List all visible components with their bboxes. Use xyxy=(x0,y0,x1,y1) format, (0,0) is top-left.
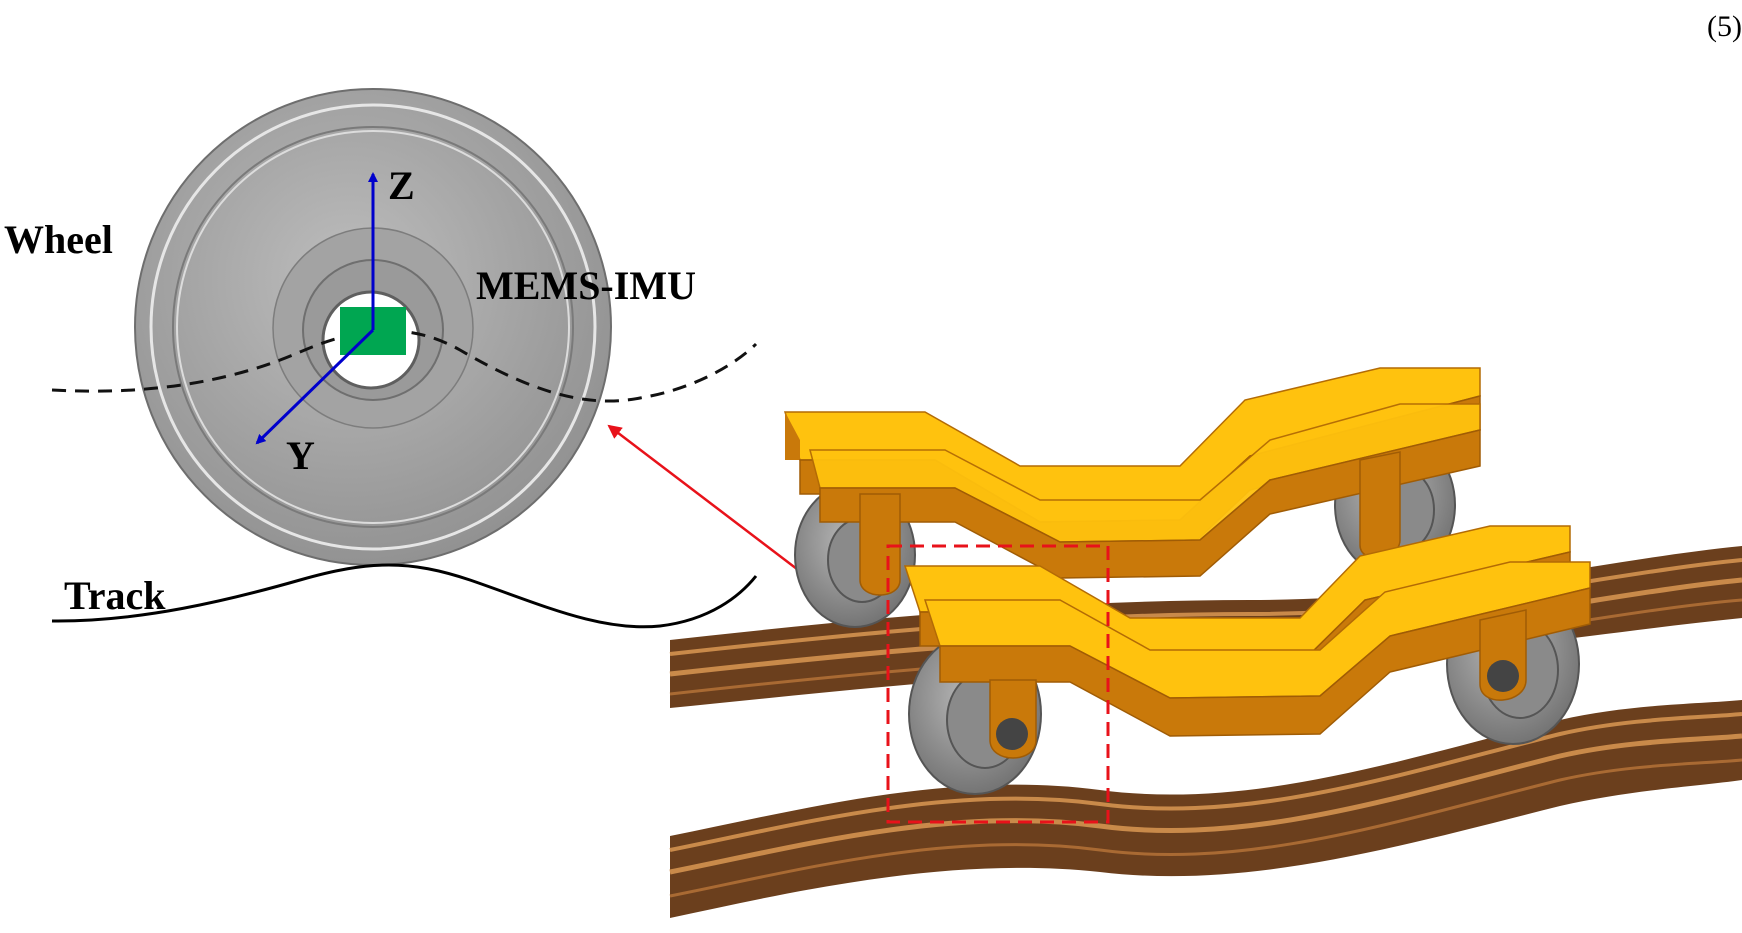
label-mems-imu: MEMS-IMU xyxy=(476,263,696,308)
label-axis-z: Z xyxy=(388,163,415,208)
rail-front xyxy=(669,700,1742,918)
bogie-3d-view xyxy=(669,367,1742,918)
wheel-groove-inner-light xyxy=(176,130,570,524)
wheel-groove-inner xyxy=(172,126,574,528)
bogie-frame-front xyxy=(903,525,1591,759)
equation-number: (5) xyxy=(1707,10,1742,43)
bogie-frame-rear xyxy=(783,367,1481,596)
label-axis-y: Y xyxy=(286,433,315,478)
wheel-groove-outer xyxy=(149,103,597,551)
wheel-trajectory-dashed xyxy=(51,329,758,403)
track-profile xyxy=(51,563,758,629)
label-track: Track xyxy=(64,573,166,618)
highlight-box xyxy=(886,544,1110,824)
y-axis-arrow xyxy=(255,328,375,445)
label-wheel: Wheel xyxy=(4,217,113,262)
